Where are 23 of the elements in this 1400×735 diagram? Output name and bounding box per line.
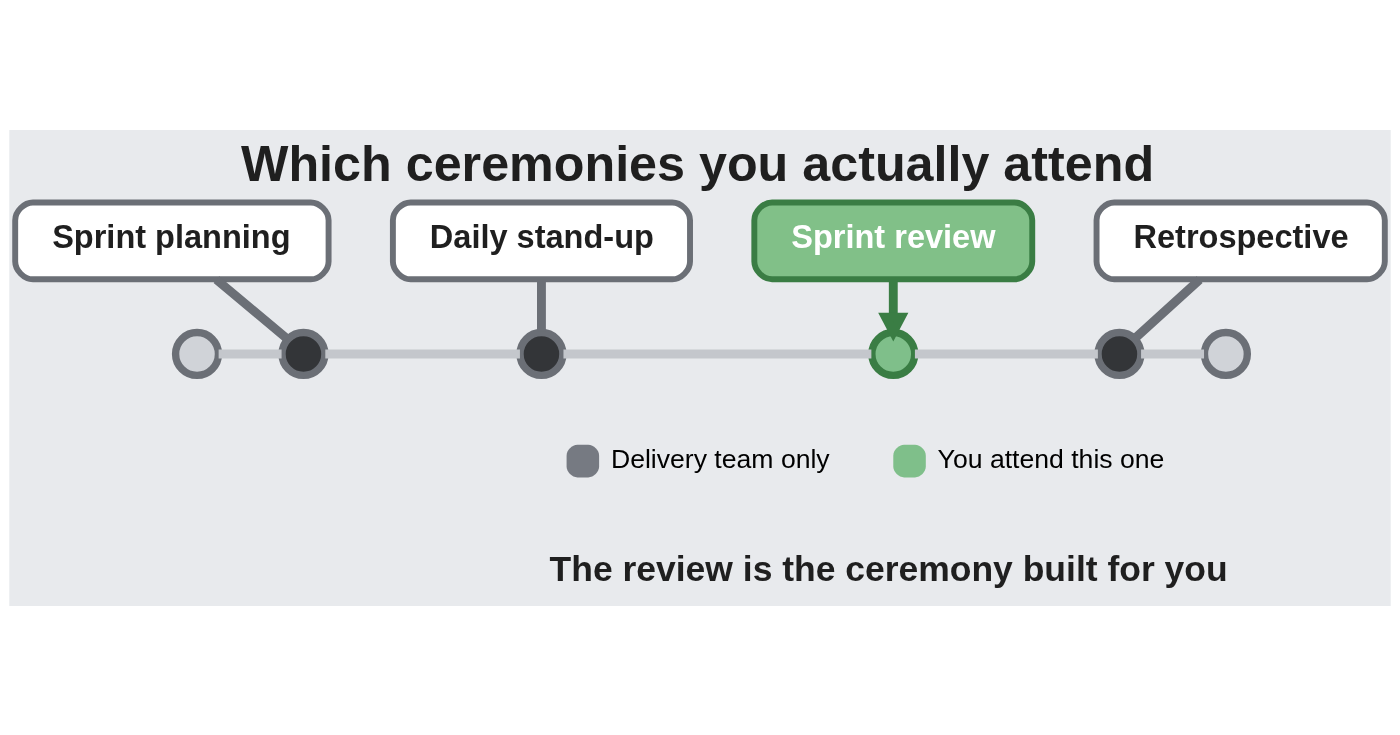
connector — [914, 349, 1098, 358]
connector — [537, 279, 546, 332]
connector — [325, 349, 520, 358]
node-box: Sprint planning — [12, 198, 332, 282]
node-circle — [1200, 328, 1252, 379]
label: The review is the ceremony built for you — [549, 548, 1228, 589]
connector — [218, 349, 282, 358]
connector — [213, 275, 291, 342]
node-circle — [1094, 328, 1145, 379]
connector — [1141, 349, 1205, 358]
node-circle — [171, 328, 223, 379]
node-circle — [516, 328, 567, 379]
node-box: Retrospective — [1093, 198, 1388, 282]
connector — [1131, 275, 1203, 342]
node-box: Sprint review — [751, 198, 1036, 282]
node-circle — [278, 328, 329, 379]
diagram-title: Which ceremonies you actually attend — [241, 135, 1155, 192]
node-box: Daily stand-up — [389, 198, 693, 282]
connector — [563, 349, 872, 358]
node-circle — [868, 328, 919, 379]
arrow — [878, 279, 909, 341]
legend-label: You attend this one — [937, 443, 1165, 474]
legend-label: Delivery team only — [610, 443, 830, 474]
